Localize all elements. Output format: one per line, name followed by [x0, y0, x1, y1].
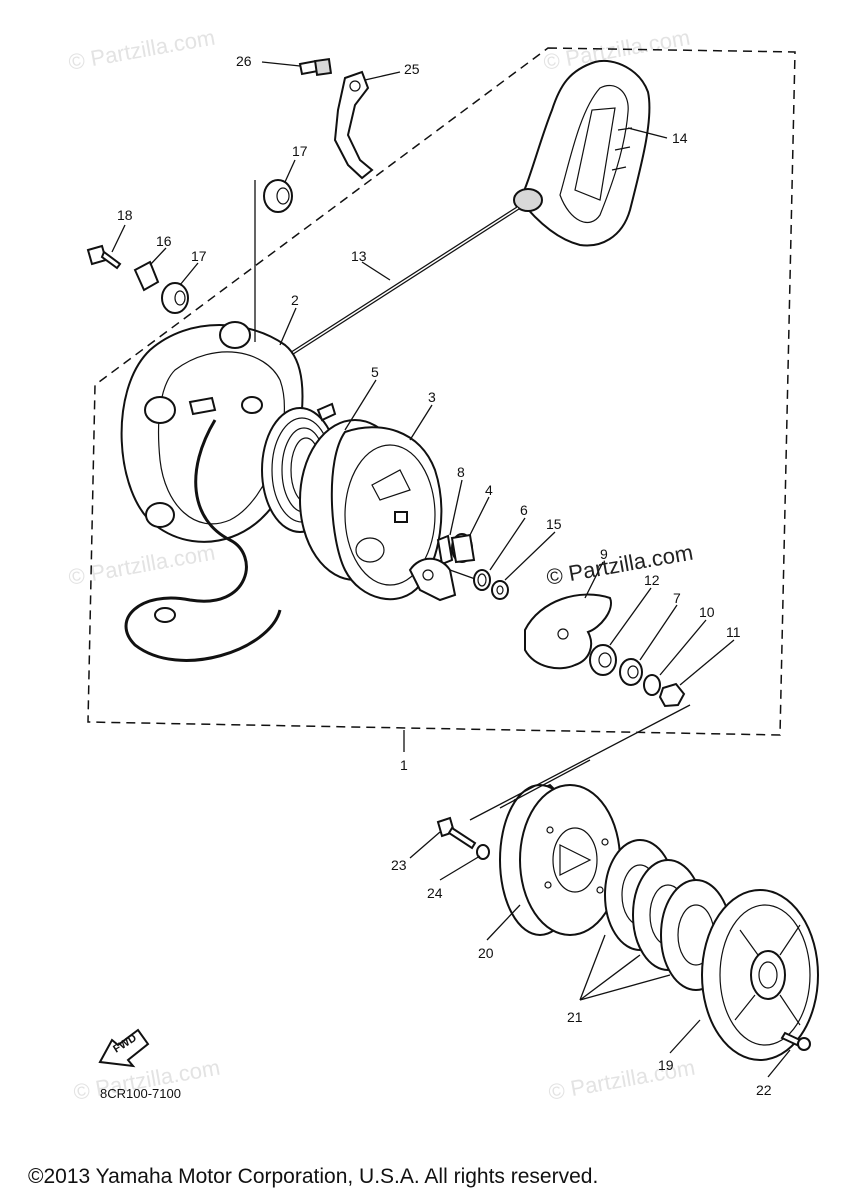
callout-20: 20: [478, 945, 494, 961]
callout-3: 3: [428, 389, 436, 405]
callout-26: 26: [236, 53, 252, 69]
watermark-3: © Partzilla.com: [67, 540, 217, 590]
callout-11: 11: [726, 624, 741, 640]
callout-7: 7: [673, 590, 681, 606]
callout-1: 1: [400, 757, 408, 773]
callout-16: 16: [156, 233, 172, 249]
callout-21: 21: [567, 1009, 583, 1025]
callout-22: 22: [756, 1082, 772, 1098]
fwd-arrow-icon: FWD: [98, 1028, 150, 1068]
watermark-dark: © Partzilla.com: [545, 540, 695, 590]
callout-5: 5: [371, 364, 379, 380]
collar-17-upper: [263, 179, 293, 213]
leader-lines: [111, 61, 791, 1078]
callout-13: 13: [351, 248, 367, 264]
bolt-26: [298, 57, 333, 77]
watermark-1: © Partzilla.com: [67, 25, 217, 75]
watermark-5: © Partzilla.com: [547, 1055, 697, 1105]
callout-23: 23: [391, 857, 407, 873]
callout-18: 18: [117, 207, 133, 223]
sleeve-16: [133, 260, 160, 292]
spring-6: [473, 569, 491, 591]
callout-9: 9: [600, 546, 608, 562]
callout-19: 19: [658, 1057, 674, 1073]
guide-plate-9: [524, 593, 612, 670]
spring-washer-7: [619, 658, 643, 686]
callouts: 26 25 14 17 18 16 17 13 2 5 3 8 4 6 15 9…: [117, 53, 772, 1098]
callout-2: 2: [291, 292, 299, 308]
copyright-notice: ©2013 Yamaha Motor Corporation, U.S.A. A…: [28, 1165, 598, 1188]
rope-guide-bracket: [333, 70, 374, 180]
bolt-23: [436, 816, 477, 850]
starter-case: [120, 321, 304, 543]
callout-24: 24: [427, 885, 443, 901]
nut-11: [658, 682, 686, 708]
callout-25: 25: [404, 61, 420, 77]
collar-17-lower: [161, 282, 189, 314]
bolt-18: [86, 244, 122, 270]
pawl-4: [408, 533, 479, 602]
pulley-sheave: [299, 419, 443, 601]
washer-12: [589, 644, 617, 676]
callout-4: 4: [485, 482, 493, 498]
starter-handle: [513, 59, 651, 247]
callout-6: 6: [520, 502, 528, 518]
callout-17-upper: 17: [292, 143, 308, 159]
washer-24: [476, 844, 490, 860]
callout-12: 12: [644, 572, 660, 588]
starter-cup-19: [701, 889, 819, 1061]
screw-22: [780, 1031, 811, 1051]
washer-10: [643, 674, 661, 696]
diagram-code: 8CR100-7100: [100, 1086, 181, 1101]
callout-8: 8: [457, 464, 465, 480]
assembly-boundary: [87, 47, 796, 736]
callout-17-lower: 17: [191, 248, 207, 264]
callout-10: 10: [699, 604, 715, 620]
pawl-8: [436, 534, 454, 566]
callout-14: 14: [672, 130, 688, 146]
washer-15: [491, 580, 509, 600]
callout-15: 15: [546, 516, 562, 532]
rope-loop: [124, 419, 282, 662]
drive-plate-20: [499, 783, 621, 936]
